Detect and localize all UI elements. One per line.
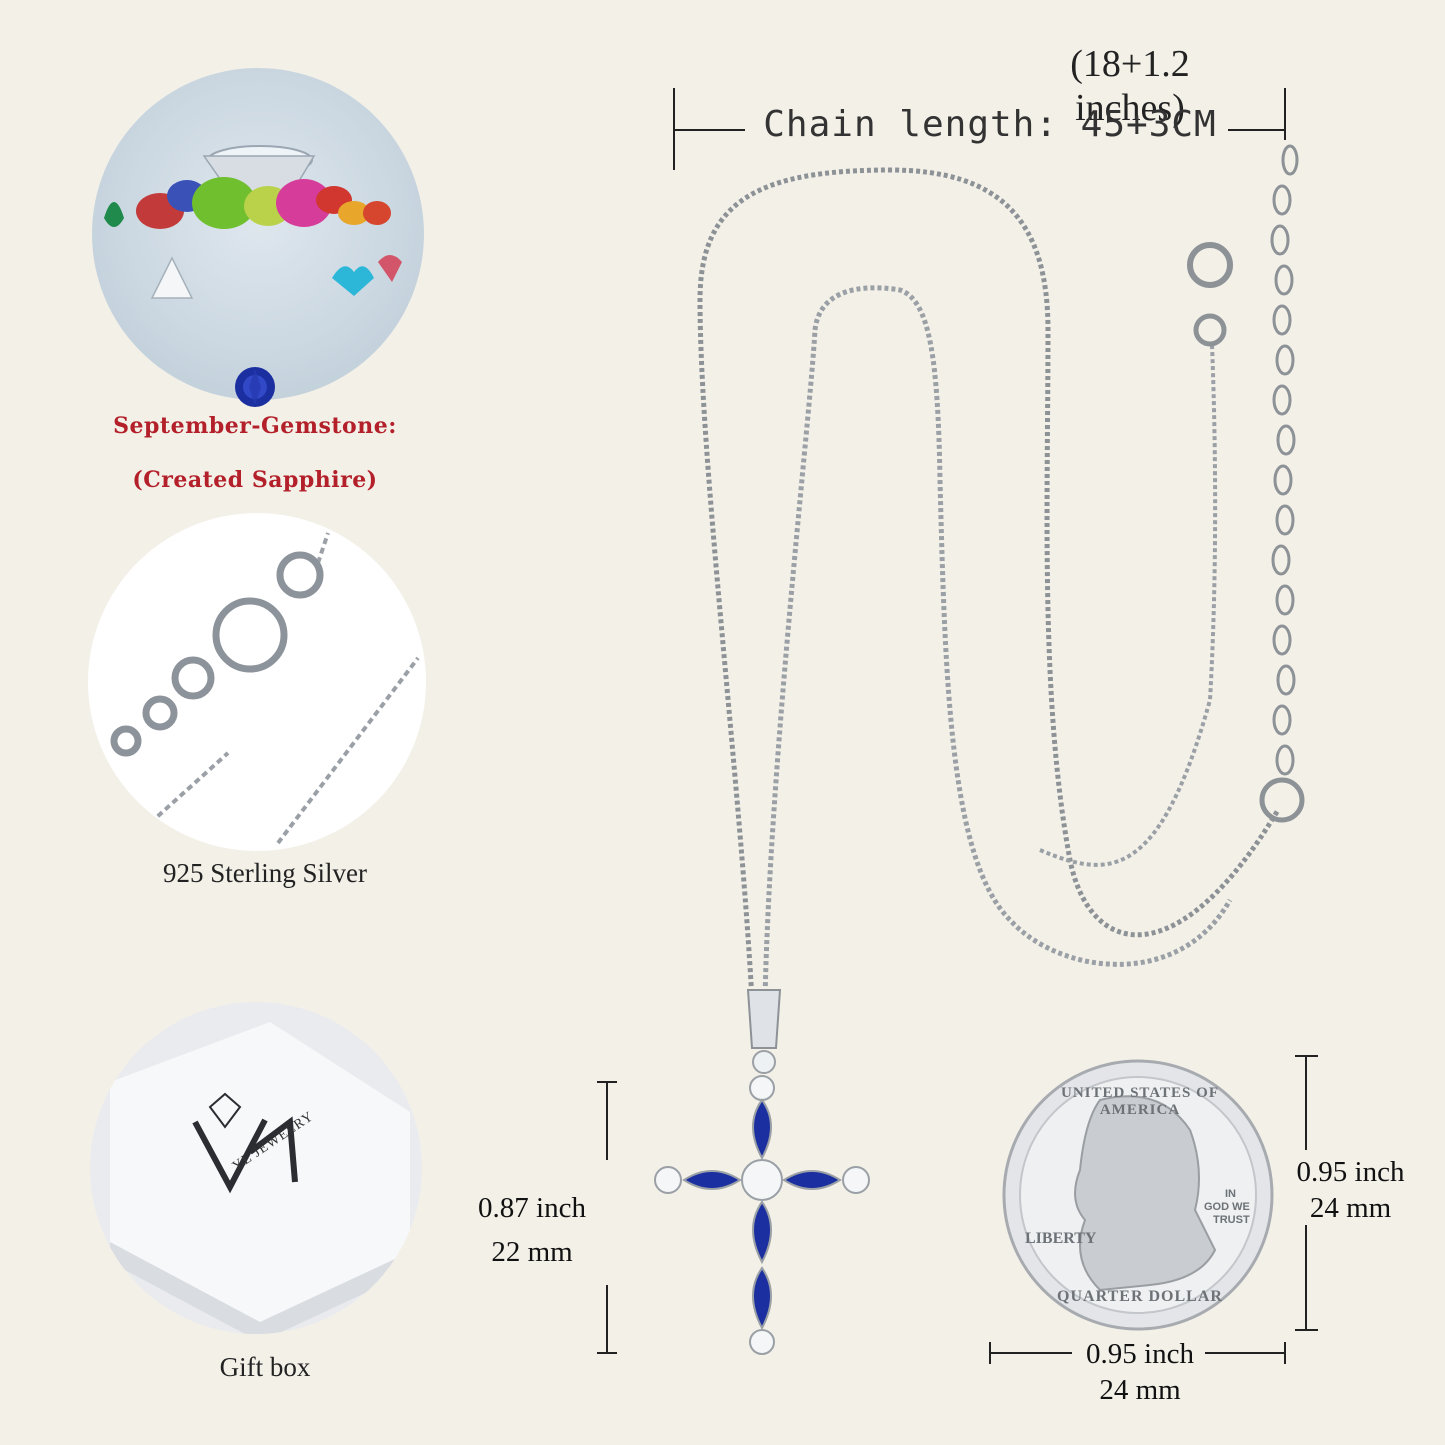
coin-liberty: LIBERTY — [1025, 1230, 1097, 1247]
cross-pendant — [654, 1075, 870, 1355]
clasp-closeup-image — [88, 513, 426, 851]
coin-height-mm: 24 mm — [1309, 1192, 1392, 1225]
coin-motto-3: TRUST — [1213, 1214, 1250, 1226]
coin-inscription-top: UNITED STATES OF AMERICA — [1061, 1085, 1219, 1118]
gemstones-image — [92, 68, 424, 400]
coin-motto-1: IN — [1225, 1188, 1236, 1200]
silver-label: 925 Sterling Silver — [163, 858, 367, 888]
gift-box-label: Gift box — [219, 1352, 311, 1382]
coin-height-inch: 0.95 inch — [1296, 1156, 1405, 1188]
coin-motto-2: GOD WE — [1204, 1201, 1250, 1213]
quarter-coin — [1002, 1059, 1274, 1331]
pendant-size-inch: 0.87 inch — [478, 1192, 586, 1224]
gift-box-image — [90, 1002, 422, 1334]
coin-inscription-bottom: QUARTER DOLLAR — [1057, 1288, 1223, 1305]
coin-height-label: 0.95 inch 24 mm — [1288, 1154, 1413, 1227]
pendant-size-label: 0.87 inch 22 mm — [462, 1190, 602, 1271]
chain-length-label: Chain length: 45+3CM — [763, 104, 1217, 145]
coin-width-label: 0.95 inch 24 mm — [1070, 1336, 1210, 1409]
coin-width-mm: 24 mm — [1099, 1374, 1181, 1407]
sapphire-gem-icon — [233, 365, 277, 409]
pendant-size-mm: 22 mm — [491, 1236, 573, 1269]
gemstone-sub-label: (Created Sapphire) — [132, 467, 378, 493]
chain-inches-label: (18+1.2 inches) — [1070, 43, 1190, 129]
coin-width-inch: 0.95 inch — [1086, 1338, 1194, 1370]
gemstone-label: September-Gemstone: — [113, 413, 397, 439]
